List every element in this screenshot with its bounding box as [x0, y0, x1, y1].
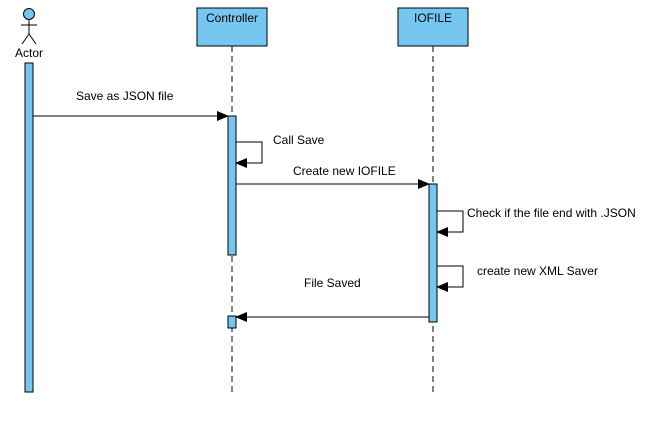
check-json-label: Check if the file end with .JSON [467, 206, 636, 220]
create-xml-saver-label: create new XML Saver [477, 264, 598, 278]
controller-return-activation-bar [227, 315, 237, 329]
iofile-participant-label: IOFILE [414, 11, 452, 25]
iofile-participant-box [397, 7, 469, 47]
file-saved-label: File Saved [304, 276, 361, 290]
create-xml-saver-self-arrow [436, 265, 464, 292]
actor-label: Actor [15, 46, 43, 60]
controller-participant-box [196, 7, 268, 47]
iofile-activation-bar [428, 183, 438, 323]
check-json-self-arrow [436, 210, 464, 237]
actor-activation-bar [24, 62, 34, 393]
call-save-self-arrow [235, 141, 263, 168]
create-iofile-label: Create new IOFILE [293, 164, 396, 178]
actor-figure [21, 8, 37, 45]
controller-participant-label: Controller [206, 11, 258, 25]
controller-activation-bar [227, 115, 237, 256]
call-save-label: Call Save [273, 133, 325, 147]
save-json-label: Save as JSON file [76, 89, 174, 103]
